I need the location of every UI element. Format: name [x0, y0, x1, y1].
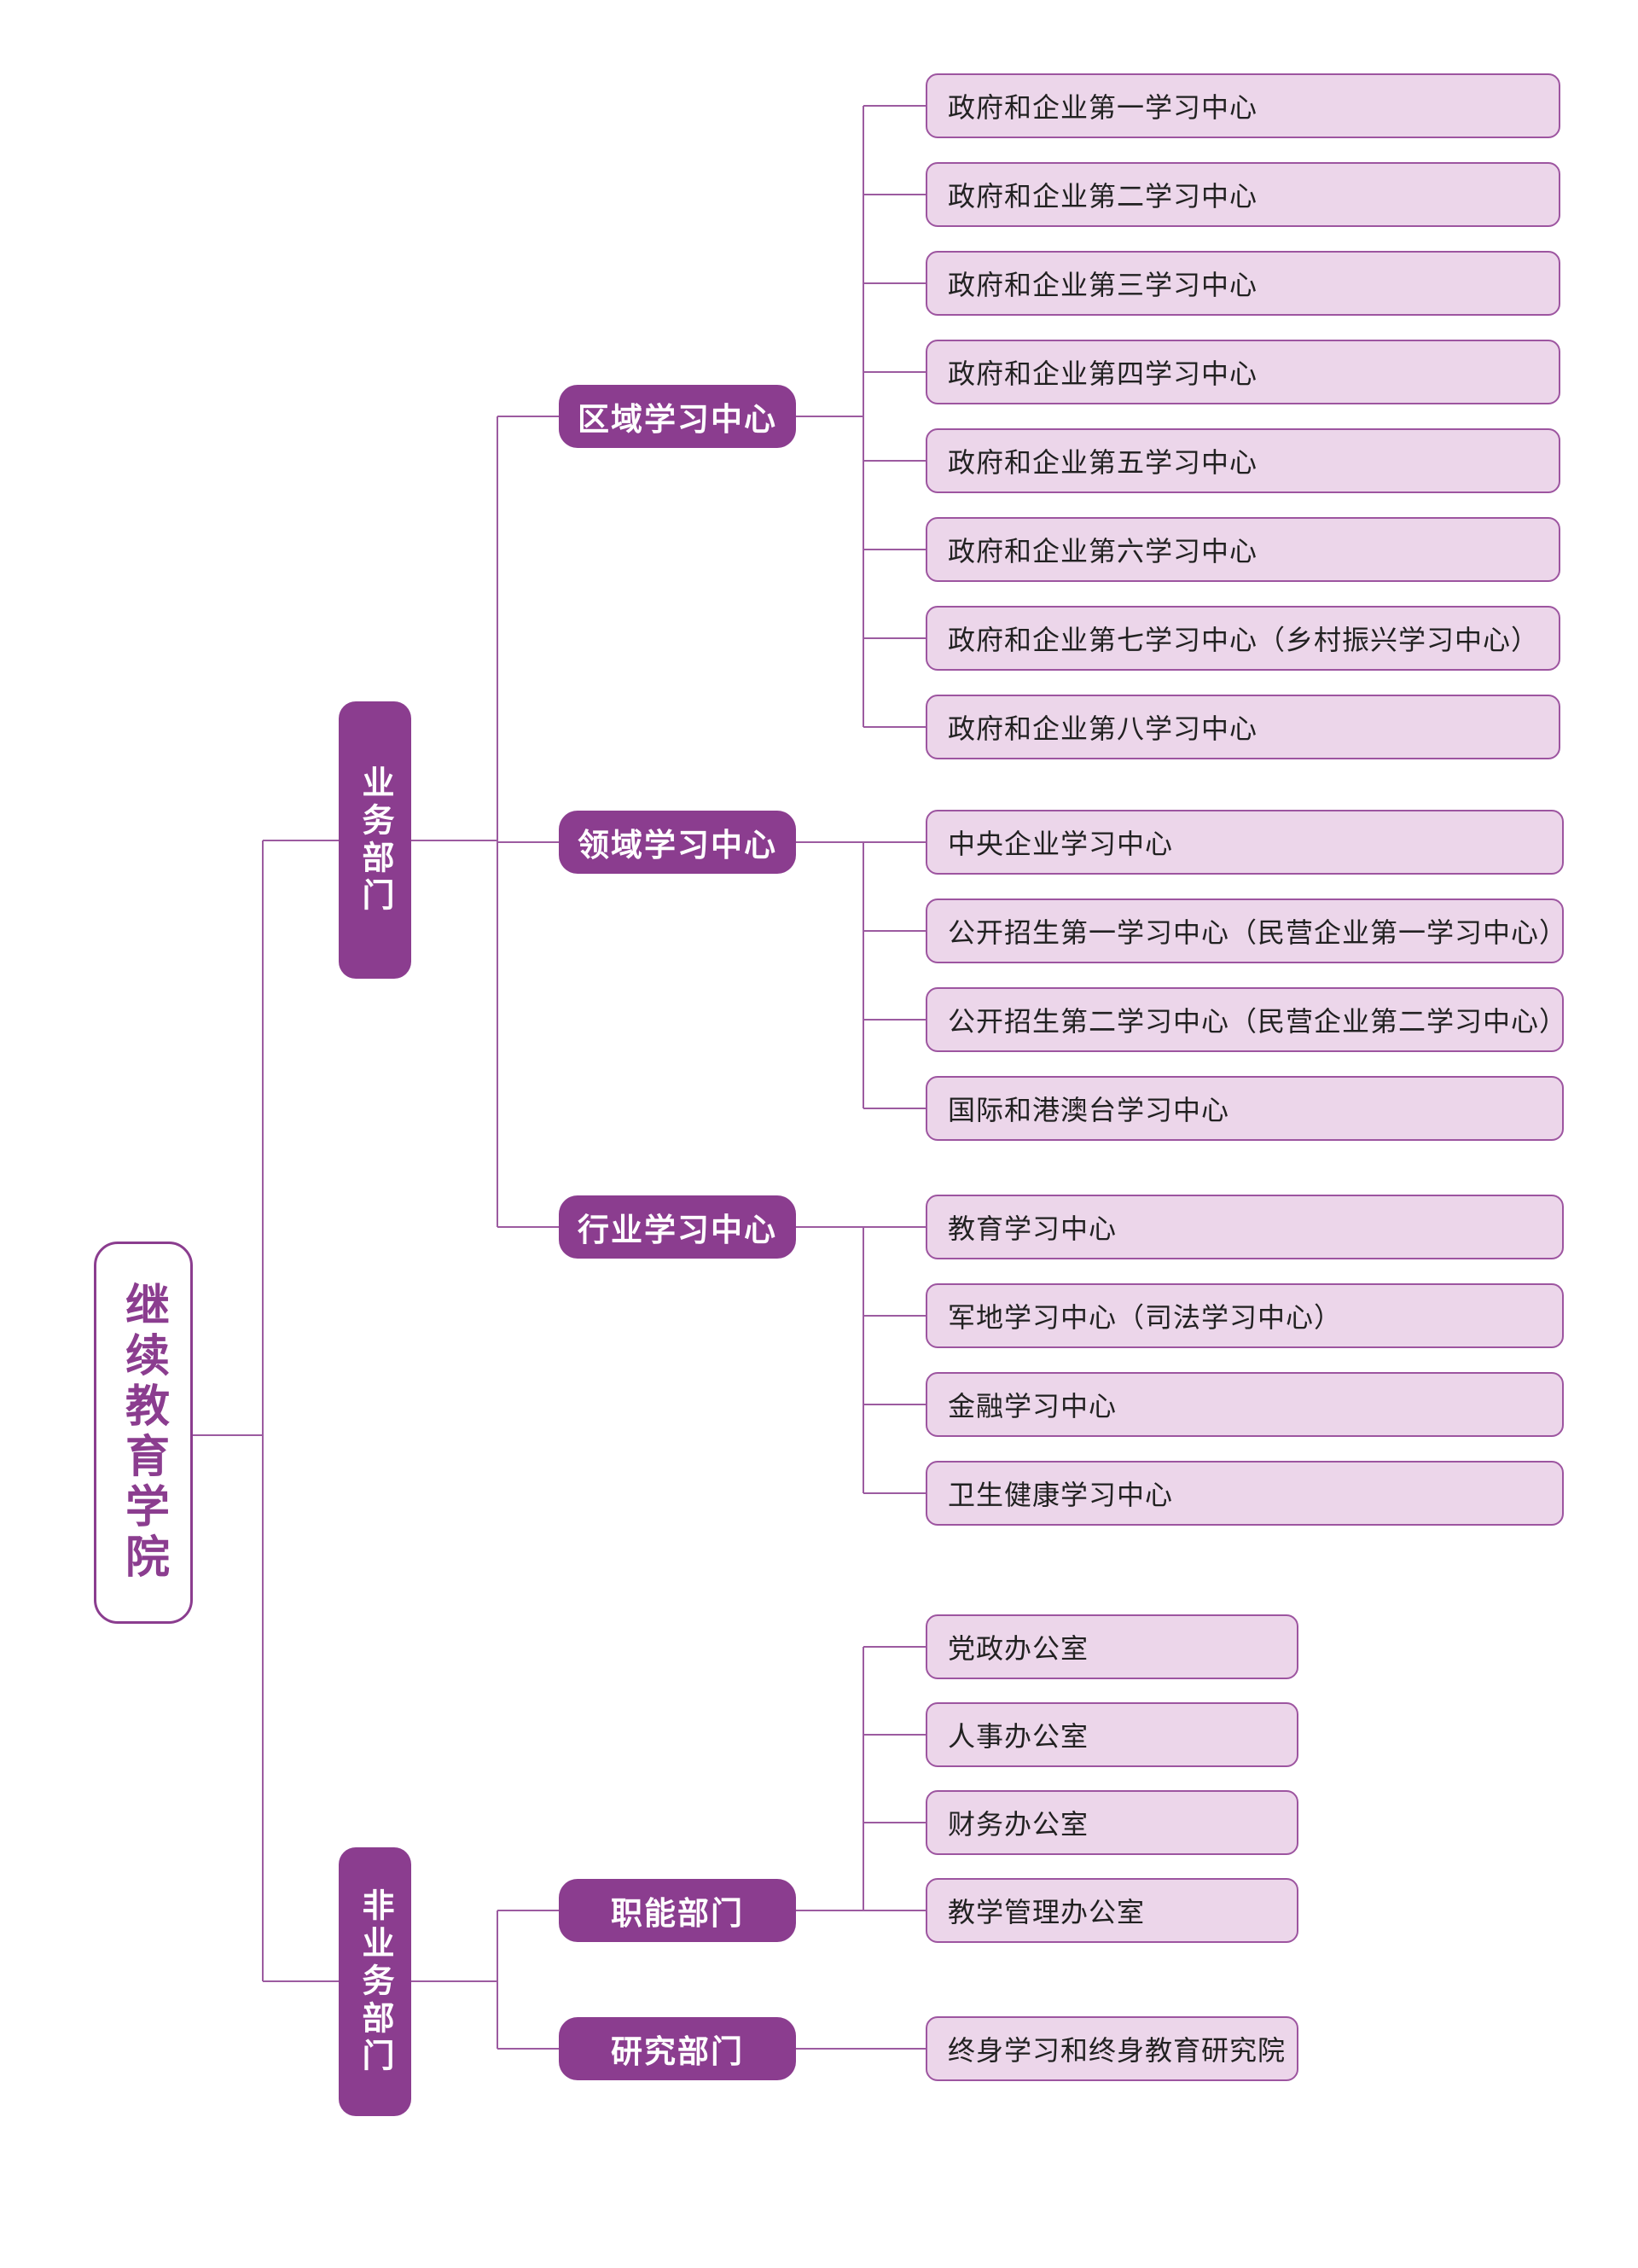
root-node-school-of-continuing-education: 继续教育学院: [94, 1242, 193, 1624]
leaf-open-enrollment-center-2: 公开招生第二学习中心（民营企业第二学习中心）: [926, 987, 1566, 1052]
group-functional-departments: 职能部门: [559, 1879, 796, 1942]
leaf-gov-enterprise-center-4: 政府和企业第四学习中心: [926, 340, 1560, 404]
group-regional-learning-centers: 区域学习中心: [559, 385, 796, 448]
leaf-finance-office: 财务办公室: [926, 1790, 1298, 1855]
leaf-gov-enterprise-center-6: 政府和企业第六学习中心: [926, 517, 1560, 582]
leaf-personnel-office: 人事办公室: [926, 1702, 1298, 1767]
leaf-teaching-management-office: 教学管理办公室: [926, 1878, 1298, 1943]
leaf-health-center: 卫生健康学习中心: [926, 1461, 1564, 1526]
leaf-central-enterprise-center: 中央企业学习中心: [926, 810, 1564, 875]
leaf-lifelong-learning-education-institute: 终身学习和终身教育研究院: [926, 2016, 1298, 2081]
leaf-gov-enterprise-center-3: 政府和企业第三学习中心: [926, 251, 1560, 316]
group-field-learning-centers: 领域学习中心: [559, 811, 796, 874]
leaf-party-government-office: 党政办公室: [926, 1614, 1298, 1679]
leaf-open-enrollment-center-1: 公开招生第一学习中心（民营企业第一学习中心）: [926, 898, 1566, 963]
leaf-finance-center: 金融学习中心: [926, 1372, 1564, 1437]
group-research-departments: 研究部门: [559, 2017, 796, 2080]
branch-business-departments: 业务部门: [339, 701, 411, 979]
leaf-gov-enterprise-center-1: 政府和企业第一学习中心: [926, 73, 1560, 138]
branch-non-business-departments: 非业务部门: [339, 1847, 411, 2116]
leaf-gov-enterprise-center-7-rural-revitalization: 政府和企业第七学习中心（乡村振兴学习中心）: [926, 606, 1560, 671]
leaf-international-hk-macao-taiwan-center: 国际和港澳台学习中心: [926, 1076, 1564, 1141]
leaf-education-center: 教育学习中心: [926, 1195, 1564, 1259]
leaf-gov-enterprise-center-5: 政府和企业第五学习中心: [926, 428, 1560, 493]
leaf-gov-enterprise-center-2: 政府和企业第二学习中心: [926, 162, 1560, 227]
leaf-gov-enterprise-center-8: 政府和企业第八学习中心: [926, 695, 1560, 759]
leaf-military-judicial-center: 军地学习中心（司法学习中心）: [926, 1283, 1564, 1348]
group-industry-learning-centers: 行业学习中心: [559, 1195, 796, 1259]
